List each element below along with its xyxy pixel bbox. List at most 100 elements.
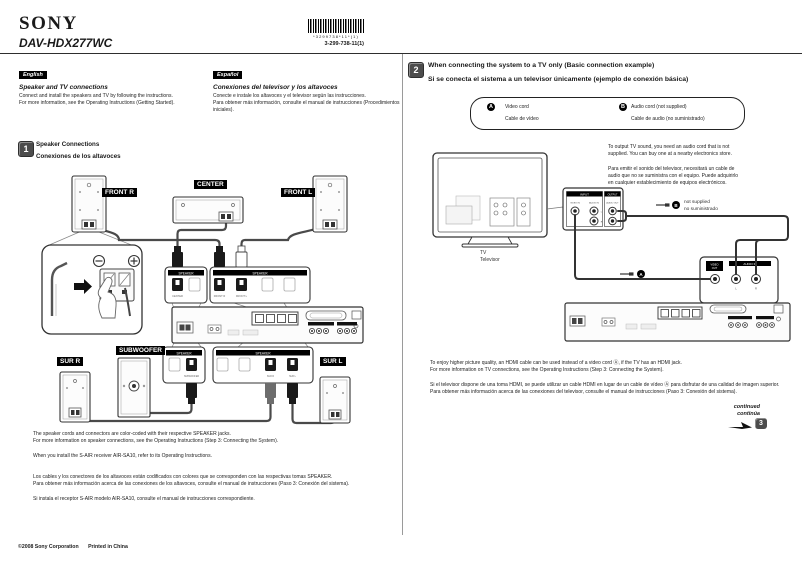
- audio-out-label: AUDIO OUT: [606, 202, 619, 205]
- r-label: R: [601, 222, 603, 224]
- section1-number-badge: 1: [18, 141, 34, 157]
- note-line: Para obtener más información acerca de l…: [430, 389, 737, 395]
- l-label: L: [601, 212, 603, 214]
- tv-jack-recess: [489, 197, 515, 227]
- speaker-diagram-svg: SPEAKER CENTER SPEAKER FRONT R FRONT L: [41, 175, 364, 425]
- intro-english-title: Speaker and TV connections: [19, 84, 108, 91]
- spanish-badge: Español: [213, 71, 243, 79]
- audio-cord-r: [625, 215, 789, 275]
- copyright-text: ©2008 Sony Corporation: [18, 544, 79, 550]
- front-l-label: FRONT L: [281, 188, 316, 197]
- part-number: 3-299-738-11(1): [324, 41, 364, 47]
- intro-spanish-line: iniciales).: [213, 107, 234, 113]
- speaker-plugs-top: [172, 245, 248, 268]
- column-divider: [402, 54, 403, 535]
- cord-a-label-es: Cable de vídeo: [505, 116, 539, 122]
- speaker-wire: [50, 261, 68, 316]
- cord-a-marker: A: [487, 103, 495, 111]
- section1-title-es: Conexiones de los altavoces: [36, 153, 121, 160]
- note-line: Para emitir el sonido del televisor, nec…: [608, 166, 735, 172]
- marker-b: B: [674, 203, 678, 208]
- not-supplied-annotation: B not supplied no suministrado: [656, 199, 718, 212]
- note-line: To enjoy higher picture quality, an HDMI…: [430, 360, 682, 366]
- center-cable: [176, 219, 228, 248]
- front-l-speaker: [312, 175, 348, 233]
- jack-block-label: SPEAKER: [176, 351, 192, 355]
- sur-r-label: SUR R: [57, 357, 84, 366]
- audio-cord-l: [735, 239, 761, 275]
- audio-in-label: AUDIO IN: [589, 202, 599, 205]
- cord-b-marker: B: [619, 103, 627, 111]
- intro-spanish: Español Conexiones del televisor y los a…: [213, 63, 399, 114]
- video-out-label: VIDEO: [710, 262, 718, 266]
- audio-cord-note: To output TV sound, you need an audio co…: [608, 144, 802, 187]
- jack-label: SUBWOOFER: [184, 376, 199, 378]
- brand-logo: SONY: [19, 13, 78, 34]
- continued-block: continued continúa: [698, 404, 760, 418]
- section2-titles: When connecting the system to a TV only …: [428, 59, 688, 87]
- section1-titles: Speaker Connections Conexiones de los al…: [36, 139, 121, 163]
- input-label: INPUT: [580, 193, 589, 197]
- center-label: CENTER: [194, 180, 227, 189]
- tv-label-en: TV: [480, 250, 487, 256]
- jack-label: SUR R: [267, 376, 274, 378]
- tv-diagram-svg: TV Televisor INPUT VIDEO IN AUDIO IN L R…: [432, 152, 791, 342]
- english-badge: English: [19, 71, 47, 79]
- note-line: audio que no se suministra con el equipo…: [608, 173, 739, 179]
- note-line: Si instala el receptor S-AIR modelo AIR-…: [33, 496, 255, 502]
- note-line: The speaker cords and connectors are col…: [33, 431, 231, 437]
- intro-english: English Speaker and TV connections Conne…: [19, 63, 175, 107]
- output-label: OUTPUT: [608, 194, 618, 197]
- speaker-plugs-bottom: [186, 383, 298, 404]
- speaker-jack-block-b: SPEAKER FRONT R FRONT L: [209, 266, 311, 304]
- video-out-label: OUT: [712, 266, 718, 270]
- l-label: L: [735, 288, 737, 291]
- note-line: For more information on speaker connecti…: [33, 438, 279, 444]
- speaker-connections-diagram: SPEAKER CENTER SPEAKER FRONT R FRONT L: [22, 166, 397, 446]
- section1-notes: The speaker cords and connectors are col…: [33, 431, 398, 503]
- terminal-close-up-inset: [41, 244, 143, 335]
- subwoofer-speaker: [117, 357, 151, 418]
- av-cords: [574, 210, 789, 280]
- intro-english-line: Connect and install the speakers and TV …: [19, 93, 173, 99]
- tv-panel-callout: [546, 206, 564, 210]
- cord-b-label-es: Cable de audio (no suministrado): [631, 116, 705, 122]
- r-label: R: [755, 288, 757, 291]
- tv-label-es: Televisor: [480, 257, 500, 263]
- cord-a-label-en: Video cord: [505, 104, 529, 110]
- model-number: DAV-HDX277WC: [19, 36, 113, 50]
- tv-jack-panel-inset: INPUT VIDEO IN AUDIO IN L R OUTPUT AUDIO…: [562, 187, 624, 231]
- subwoofer-label: SUBWOOFER: [116, 346, 165, 355]
- note-line: Si el televisor dispone de una toma HDMI…: [430, 382, 780, 388]
- not-supplied-en: not supplied: [684, 199, 710, 205]
- next-page-badge: 3: [755, 418, 767, 429]
- center-speaker: [172, 196, 244, 224]
- sur-l-speaker: [319, 376, 351, 424]
- note-line: supplied. You can buy one at a nearby el…: [608, 151, 732, 157]
- jack-label: SUR L: [289, 376, 296, 378]
- note-line: Para obtener más información acerca de l…: [33, 481, 350, 487]
- section2-title-en: When connecting the system to a TV only …: [428, 62, 655, 69]
- note-line: Los cables y los conectores de los altav…: [33, 474, 333, 480]
- speaker-jack-block-c: SPEAKER SUBWOOFER: [162, 346, 206, 384]
- not-supplied-es: no suministrado: [684, 206, 718, 212]
- section2-title-es: Si se conecta el sistema a un televisor …: [428, 76, 689, 83]
- continued-es: continúa: [737, 411, 760, 417]
- arrow-right-icon: [74, 279, 92, 294]
- jack-label: FRONT L: [236, 294, 248, 298]
- section2-number-badge: 2: [408, 62, 424, 78]
- printed-text: Printed in China: [88, 544, 128, 550]
- hand-icon: [97, 276, 117, 319]
- tv: TV Televisor: [432, 152, 548, 263]
- audio-in-bar-label: AUDIO IN: [743, 262, 756, 266]
- jack-block-label: SPEAKER: [252, 271, 268, 275]
- note-line: When you install the S-AIR receiver AIR-…: [33, 453, 212, 459]
- speaker-jack-block-d: SPEAKER SUR R SUR L: [212, 346, 314, 384]
- section2-notes: To enjoy higher picture quality, an HDMI…: [430, 360, 798, 396]
- front-l-cable: [240, 224, 327, 248]
- cord-legend: A Video cord Cable de vídeo B Audio cord…: [470, 97, 745, 130]
- jack-label: CENTER: [172, 294, 183, 298]
- speaker-jack-block-a: SPEAKER CENTER: [164, 266, 208, 304]
- tv-connection-diagram: TV Televisor INPUT VIDEO IN AUDIO IN L R…: [430, 148, 802, 348]
